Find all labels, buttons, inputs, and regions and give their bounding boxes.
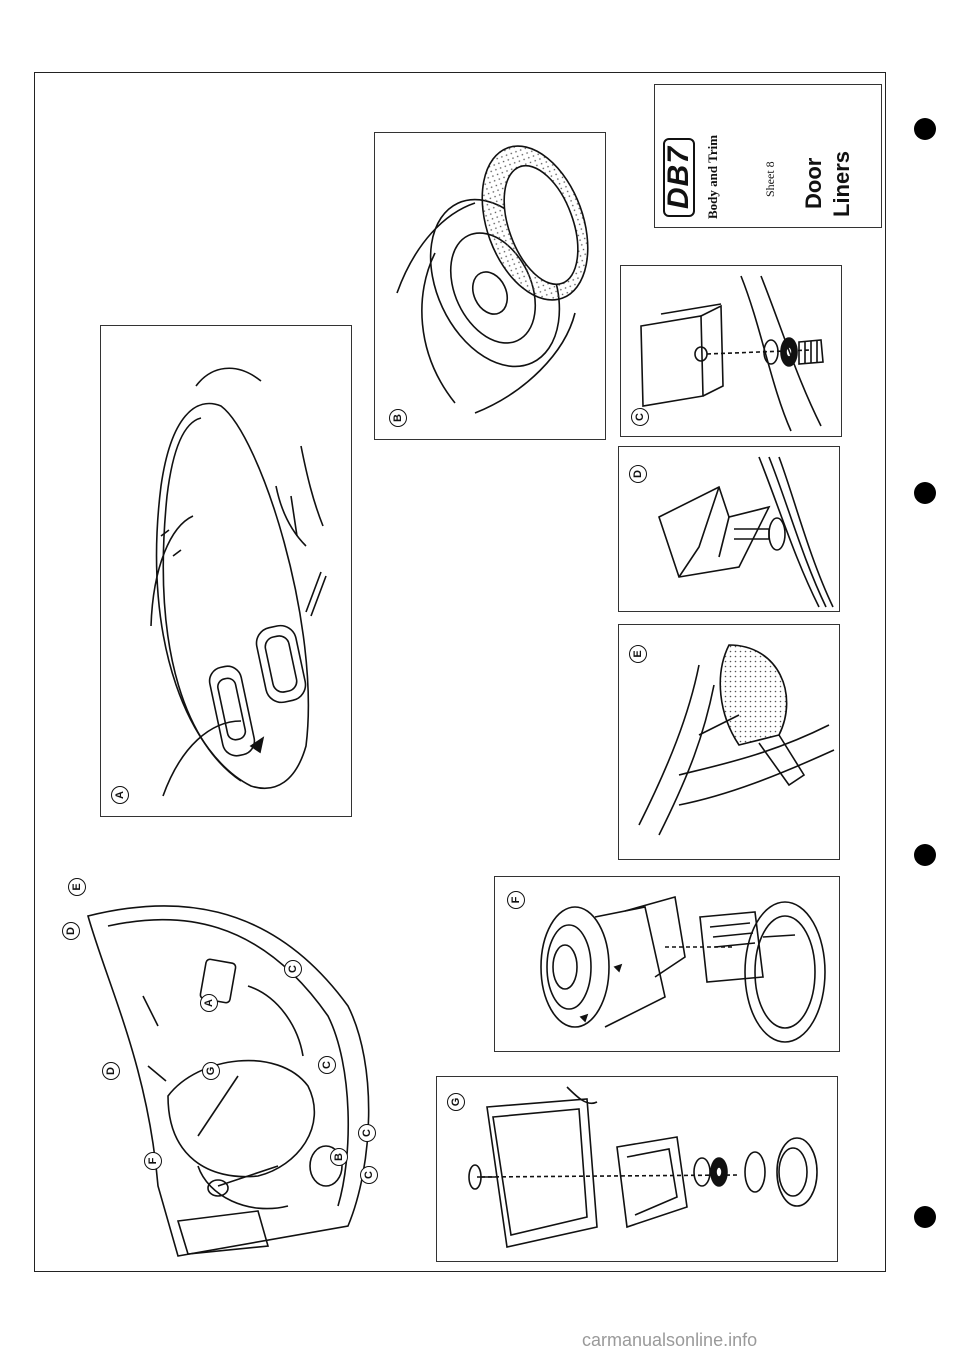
callout-a: A <box>200 994 218 1012</box>
callout-c-2: C <box>318 1056 336 1074</box>
page-frame <box>34 72 886 1272</box>
detail-g-illustration <box>468 1086 818 1248</box>
logo: DB7 <box>662 137 695 217</box>
callout-c-1: C <box>284 960 302 978</box>
detail-a-illustration <box>150 367 327 797</box>
detail-g-label: G <box>447 1093 465 1111</box>
binder-hole-4 <box>914 1206 936 1228</box>
binder-hole-1 <box>914 118 936 140</box>
detail-f-illustration <box>540 895 826 1043</box>
detail-f-label: F <box>507 891 525 909</box>
door-liner-overview: E D A C C C D G F B C <box>48 866 386 1266</box>
detail-c-panel: C <box>620 265 842 437</box>
section-title: Body and Trim <box>705 134 720 219</box>
detail-c-label: C <box>631 408 649 426</box>
detail-e-illustration <box>638 644 835 836</box>
detail-d-panel: D <box>618 446 840 612</box>
detail-e-label: E <box>629 645 647 663</box>
detail-d-illustration <box>658 456 834 608</box>
logo-text: DB7 <box>662 137 695 217</box>
binder-hole-2 <box>914 482 936 504</box>
detail-c-illustration <box>640 275 824 432</box>
door-liner-illustration <box>87 905 370 1257</box>
title-block: DB7 Body and Trim Sheet 8 Door Liners <box>654 84 882 228</box>
detail-f-panel: F <box>494 876 840 1052</box>
callout-b: B <box>330 1148 348 1166</box>
detail-g-panel: G <box>436 1076 838 1262</box>
detail-b-label: B <box>389 409 407 427</box>
detail-a-label: A <box>111 786 129 804</box>
detail-d-label: D <box>629 465 647 483</box>
sheet-number: Sheet 8 <box>763 161 777 197</box>
detail-b-illustration <box>396 145 589 414</box>
callout-g: G <box>202 1062 220 1080</box>
callout-d-mid: D <box>102 1062 120 1080</box>
callout-f: F <box>144 1152 162 1170</box>
callout-c-3: C <box>358 1124 376 1142</box>
detail-e-panel: E <box>618 624 840 860</box>
detail-b-panel: B <box>374 132 606 440</box>
callout-c-4: C <box>360 1166 378 1184</box>
detail-a-panel: A <box>100 325 352 817</box>
watermark-text: carmanualsonline.info <box>582 1330 758 1350</box>
page-title-line1: Door <box>801 157 826 209</box>
binder-hole-3 <box>914 844 936 866</box>
callout-d-top: D <box>62 922 80 940</box>
callout-e-top: E <box>68 878 86 896</box>
page-title-line2: Liners <box>829 150 854 217</box>
